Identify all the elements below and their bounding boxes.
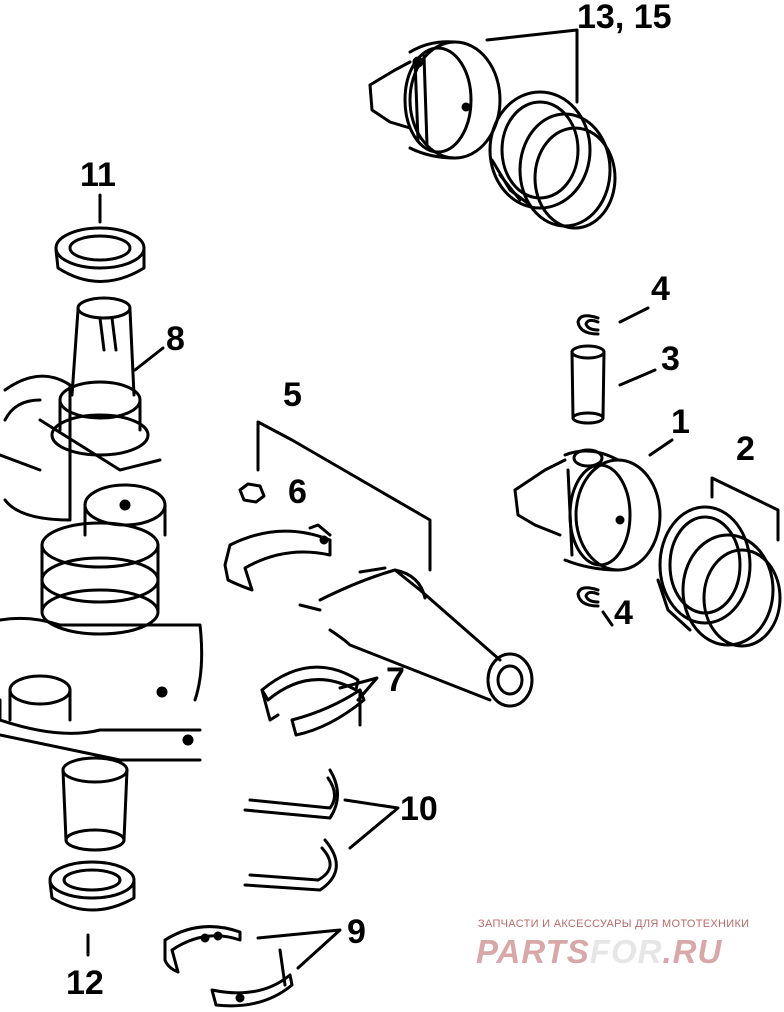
leader-4-upper (618, 306, 650, 324)
callout-3: 3 (661, 340, 680, 378)
callout-12: 12 (66, 964, 104, 1002)
callout-9: 9 (347, 913, 366, 951)
leader-7 (338, 676, 379, 702)
callout-4-upper: 4 (651, 270, 670, 308)
circlip-upper-icon (576, 314, 600, 336)
leader-2 (710, 476, 780, 542)
leader-13-15 (485, 28, 579, 104)
bearing-halves-9-icon (163, 925, 294, 1008)
rod-cap-icon (223, 523, 332, 592)
callout-5: 5 (283, 376, 302, 414)
crankshaft-icon (0, 296, 204, 852)
thrust-washers-icon (243, 768, 339, 892)
watermark-tagline: ЗАПЧАСТИ И АКСЕССУАРЫ ДЛЯ МОТОТЕХНИКИ (478, 918, 750, 930)
piston-icon (513, 448, 662, 572)
bearing-halves-7-icon (260, 665, 366, 737)
leader-4-lower (601, 610, 614, 627)
callout-13-15: 13, 15 (577, 0, 672, 36)
callout-2: 2 (736, 430, 755, 468)
piston-top-icon (368, 40, 502, 160)
callout-11: 11 (80, 156, 116, 194)
seal-upper-icon (54, 226, 146, 283)
leader-10 (343, 798, 400, 850)
piston-rings-icon (656, 505, 782, 648)
callout-8: 8 (166, 320, 185, 358)
callout-10: 10 (400, 790, 438, 828)
leader-8 (133, 346, 165, 372)
leader-5 (256, 420, 432, 572)
watermark-logo: PARTSFOR.RU (476, 933, 723, 970)
leader-1 (648, 438, 674, 457)
leader-9 (256, 928, 342, 970)
piston-pin-icon (570, 344, 606, 425)
piston-rings-top-icon (488, 90, 617, 230)
callout-4-lower: 4 (614, 594, 633, 632)
nut-icon (238, 482, 266, 504)
connecting-rod-icon (298, 566, 534, 708)
seal-lower-icon (48, 860, 136, 912)
circlip-lower-icon (576, 586, 600, 608)
leader-3 (618, 368, 657, 387)
callout-6: 6 (288, 473, 307, 511)
callout-7: 7 (386, 661, 405, 699)
callout-1: 1 (671, 403, 690, 441)
